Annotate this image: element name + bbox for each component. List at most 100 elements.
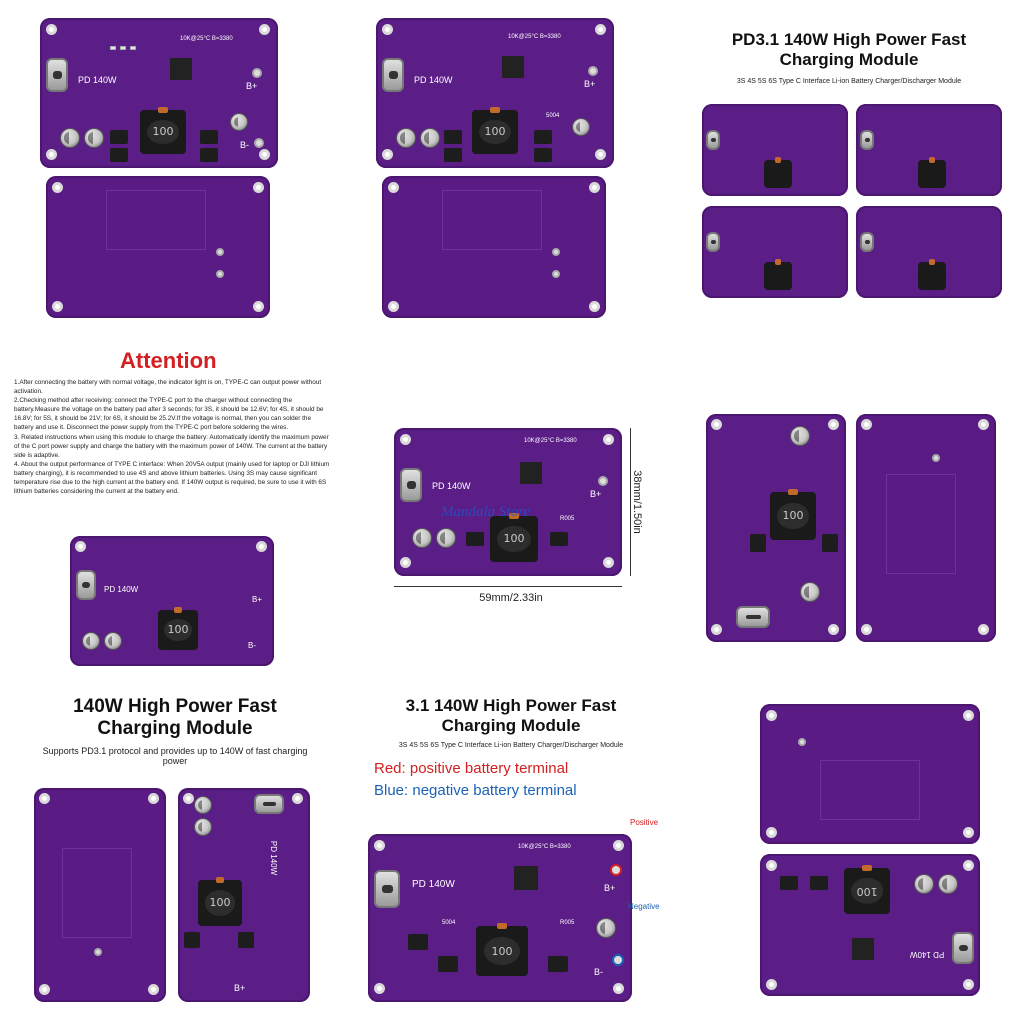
capacitor: [84, 128, 104, 148]
height-dimension-line: [630, 428, 631, 576]
test-pad: [216, 270, 224, 278]
mount-hole: [978, 419, 989, 430]
inductor: 100: [490, 513, 538, 562]
pcb-front: PD 140W 100 B+ B-: [70, 536, 274, 666]
mount-hole: [963, 827, 974, 838]
battery-pad-positive: [610, 864, 622, 876]
mount-hole: [711, 624, 722, 635]
inductor-label: 100: [478, 119, 512, 145]
mount-hole: [46, 149, 57, 160]
attention-heading: Attention: [120, 348, 217, 373]
controller-chip: [852, 938, 874, 960]
battery-pad-positive: [588, 66, 598, 76]
inductor-label: 100: [146, 119, 180, 145]
thermistor-label: 10K@25°C B=3380: [518, 844, 571, 850]
mount-hole: [39, 793, 50, 804]
positive-callout: Positive: [630, 818, 659, 827]
capacitor: [420, 128, 440, 148]
attention-paragraph: 1.After connecting the battery with norm…: [14, 379, 322, 396]
pcb-back-vertical: [34, 788, 166, 1002]
inductor-label: 100: [850, 878, 884, 904]
mosfet: [534, 130, 552, 144]
product-panel-1: PD 140W 10K@25°C B=3380 100 B+ B-: [10, 10, 340, 340]
capacitor: [60, 128, 80, 148]
capacitor: [412, 528, 432, 548]
pcb-front: PD 140W 100: [760, 854, 980, 996]
product-panel-2: PD 140W 10K@25°C B=3380 100 5004 B+: [346, 10, 676, 340]
capacitor: [572, 118, 590, 136]
mount-hole: [148, 984, 159, 995]
inductor: 100: [140, 107, 186, 154]
mount-hole: [766, 860, 777, 871]
test-pad: [932, 454, 940, 462]
mount-hole: [148, 793, 159, 804]
positive-note: Red: positive battery terminal: [374, 760, 569, 777]
indicator-led: [130, 46, 136, 50]
inductor: 100: [158, 607, 198, 650]
bplus-label: B+: [584, 79, 596, 89]
board-model-label: PD 140W: [414, 75, 453, 85]
capacitor: [938, 874, 958, 894]
mosfet: [110, 148, 128, 162]
test-pad: [798, 738, 806, 746]
mosfet: [750, 534, 766, 552]
mount-hole: [613, 983, 624, 994]
mosfet: [548, 956, 568, 972]
mosfet: [822, 534, 838, 552]
mount-hole: [766, 979, 777, 990]
inductor: [764, 157, 792, 188]
mosfet: [200, 148, 218, 162]
mosfet: [110, 130, 128, 144]
panel-subtitle: 3S 4S 5S 6S Type C Interface Li-ion Batt…: [398, 742, 624, 749]
mount-hole: [374, 983, 385, 994]
mount-hole: [52, 301, 63, 312]
capacitor: [230, 113, 248, 131]
test-pad: [552, 270, 560, 278]
product-panel-7: 140W High Power Fast Charging Module Sup…: [10, 684, 340, 1014]
inductor-label: 100: [164, 618, 192, 642]
capacitor: [596, 918, 616, 938]
mount-hole: [963, 979, 974, 990]
usb-c-port: [860, 130, 874, 150]
thermistor-label: 10K@25°C B=3380: [180, 36, 233, 42]
mosfet: [444, 148, 462, 162]
mount-hole: [388, 182, 399, 193]
mount-hole: [46, 24, 57, 35]
mount-hole: [382, 149, 393, 160]
store-watermark: Mandala Store: [441, 504, 531, 520]
mosfet: [200, 130, 218, 144]
mosfet: [534, 148, 552, 162]
usb-c-port: [952, 932, 974, 964]
panel-subtitle: 3S 4S 5S 6S Type C Interface Li-ion Batt…: [736, 78, 962, 85]
bminus-label: B-: [240, 140, 249, 150]
panel-title: PD3.1 140W High Power Fast Charging Modu…: [731, 30, 967, 69]
mount-hole: [253, 182, 264, 193]
mosfet: [438, 956, 458, 972]
pcb-front: PD 140W 10K@25°C B=3380 100 B+ B-: [40, 18, 278, 168]
mosfet: [780, 876, 798, 890]
mount-hole: [978, 624, 989, 635]
inductor-label: 100: [204, 890, 236, 916]
silkscreen-outline: [820, 760, 920, 820]
usb-c-port: [46, 58, 68, 92]
inductor-label: 100: [483, 937, 521, 965]
product-panel-3: PD3.1 140W High Power Fast Charging Modu…: [684, 10, 1014, 340]
mount-hole: [613, 840, 624, 851]
mosfet: [550, 532, 568, 546]
mount-hole: [382, 24, 393, 35]
usb-c-port: [254, 794, 284, 814]
usb-c-port: [382, 58, 404, 92]
attention-panel: Attention 1.After connecting the battery…: [10, 346, 340, 676]
mount-hole: [595, 149, 606, 160]
mount-hole: [183, 793, 194, 804]
capacitor: [800, 582, 820, 602]
capacitor: [790, 426, 810, 446]
usb-c-port: [736, 606, 770, 628]
test-pad: [552, 248, 560, 256]
attention-paragraph: 2.Checking method after receiving: conne…: [14, 397, 324, 432]
bplus-label: B+: [604, 883, 616, 893]
pcb-mini: [702, 206, 848, 298]
silkscreen-outline: [106, 190, 206, 250]
board-model-label: PD 140W: [432, 481, 471, 491]
mount-hole: [400, 434, 411, 445]
